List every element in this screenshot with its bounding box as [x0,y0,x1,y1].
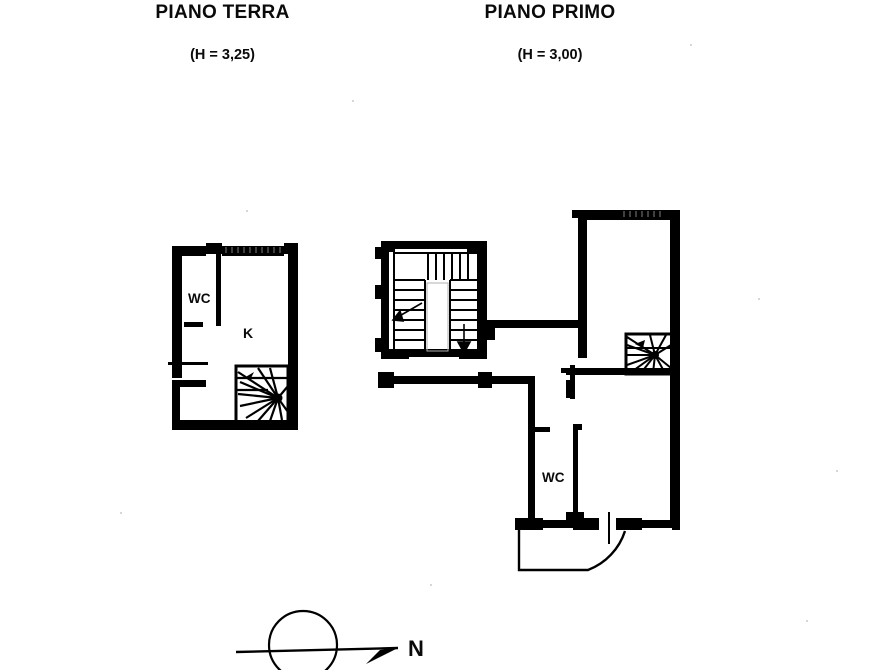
first-floor-plan: WC [375,210,680,572]
scan-speck [430,584,432,586]
scan-speck [352,100,354,102]
first-floor-main-walls [378,210,680,530]
scan-speck [806,620,808,622]
first-floor-partition-junction [561,365,583,399]
north-label: N [408,636,424,661]
ground-floor-height-note: (H = 3,25) [190,47,255,63]
first-floor-switchback-staircase [393,252,479,352]
scan-speck [246,210,248,212]
scan-speck [758,298,760,300]
first-floor-title: PIANO PRIMO [484,2,616,23]
ground-floor-window-openings [225,247,281,253]
first-floor-stairwell-block [375,241,487,359]
ground-floor-room-label-wc: WC [188,291,211,306]
first-floor-door-swing-arc [517,530,627,572]
scan-speck [120,512,122,514]
north-arrow-compass [235,609,399,670]
first-floor-wc-partitions [528,424,584,524]
first-floor-stair-direction-arrows [391,302,472,355]
ground-floor-title: PIANO TERRA [155,2,290,23]
first-floor-spiral-staircase [624,332,674,376]
first-floor-height-note: (H = 3,00) [517,47,583,63]
ground-floor-room-label-k: K [243,325,253,341]
first-floor-room-label-wc: WC [542,470,565,485]
ground-floor-winder-staircase [234,364,290,424]
scan-speck [690,44,692,46]
scan-speck [836,470,838,472]
first-floor-bottom-wall [515,518,674,530]
ground-floor-plan: WC K [168,243,298,430]
first-floor-window-openings [623,211,661,217]
